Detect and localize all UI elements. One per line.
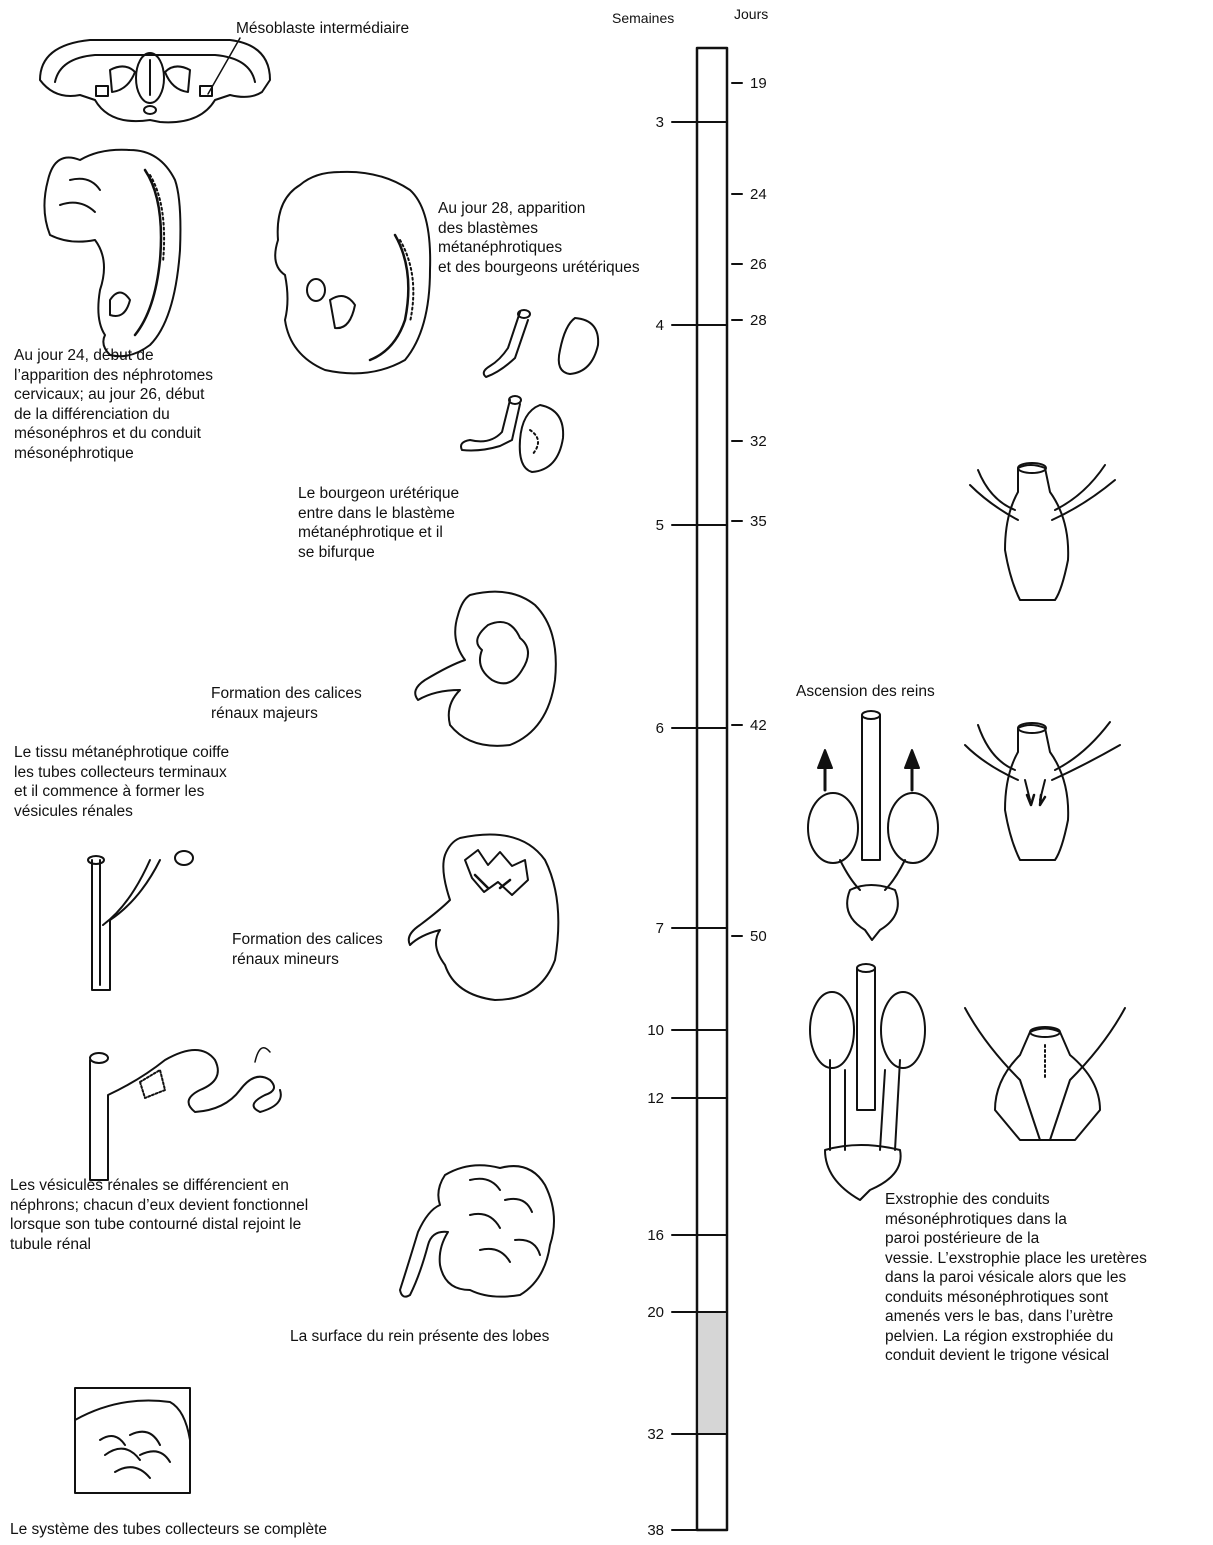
lobed-kidney-drawing	[400, 1165, 554, 1296]
week-tick-label: 7	[656, 920, 664, 937]
ureteric-bud-blastema-drawing	[484, 310, 598, 377]
minor-calyces-kidney-drawing	[409, 834, 559, 1000]
label-lobes: La surface du rein présente des lobes	[290, 1327, 549, 1347]
week-tick-label: 5	[656, 517, 664, 534]
day-tick-label: 42	[750, 717, 767, 734]
label-ascension: Ascension des reins	[796, 682, 935, 702]
week-tick-label: 12	[647, 1090, 664, 1107]
label-jour24: Au jour 24, début de l’apparition des né…	[14, 346, 213, 463]
week-tick-label: 4	[656, 317, 664, 334]
label-jour28: Au jour 28, apparition des blastèmes mét…	[438, 199, 640, 277]
label-systeme: Le système des tubes collecteurs se comp…	[10, 1520, 327, 1540]
day-tick-label: 35	[750, 513, 767, 530]
week-tick-label: 38	[647, 1522, 664, 1539]
day-tick-label: 26	[750, 256, 767, 273]
timeline: 3 4 5 6 7 10 12 16 20 32 38 19 24 26 28 32 35 42 50	[647, 48, 766, 1539]
week-tick-label: 3	[656, 114, 664, 131]
label-mesoblaste: Mésoblaste intermédiaire	[236, 19, 409, 39]
nephron-tubule-drawing	[90, 1048, 281, 1180]
major-calyces-kidney-drawing	[415, 592, 556, 746]
week-tick-label: 20	[647, 1304, 664, 1321]
bladder-top-drawing	[970, 463, 1115, 600]
embryo-day26-drawing	[275, 172, 430, 374]
day-tick-label: 19	[750, 75, 767, 92]
days-header: Jours	[734, 6, 768, 22]
label-calices-majeurs: Formation des calices rénaux majeurs	[211, 684, 362, 723]
day-tick-label: 32	[750, 433, 767, 450]
timeline-shaded-segment	[699, 1312, 725, 1434]
week-tick-label: 32	[647, 1426, 664, 1443]
label-vesicules: Les vésicules rénales se différencient e…	[10, 1176, 308, 1254]
label-calices-mineurs: Formation des calices rénaux mineurs	[232, 930, 383, 969]
timeline-bar	[697, 48, 727, 1530]
kidney-ascension-late-drawing	[810, 964, 925, 1200]
collecting-tubule-y-drawing	[88, 851, 193, 990]
week-tick-label: 16	[647, 1227, 664, 1244]
week-tick-label: 10	[647, 1022, 664, 1039]
label-tissu: Le tissu métanéphrotique coiffe les tube…	[14, 743, 229, 821]
weeks-header: Semaines	[612, 10, 674, 26]
label-bourgeon: Le bourgeon urétérique entre dans le bla…	[298, 484, 459, 562]
embryo-day24-drawing	[44, 150, 180, 357]
day-tick-label: 24	[750, 186, 767, 203]
day-tick-label: 50	[750, 928, 767, 945]
day-tick-label: 28	[750, 312, 767, 329]
week-tick-label: 6	[656, 720, 664, 737]
collecting-system-inset-drawing	[75, 1388, 190, 1493]
label-exstrophie: Exstrophie des conduits mésonéphrotiques…	[885, 1190, 1147, 1366]
cross-section-embryo-drawing	[40, 38, 270, 122]
bladder-middle-drawing	[965, 722, 1120, 860]
bladder-bottom-drawing	[965, 1008, 1125, 1140]
bud-entering-blastema-drawing	[461, 396, 563, 472]
kidney-ascension-drawing	[808, 711, 938, 940]
